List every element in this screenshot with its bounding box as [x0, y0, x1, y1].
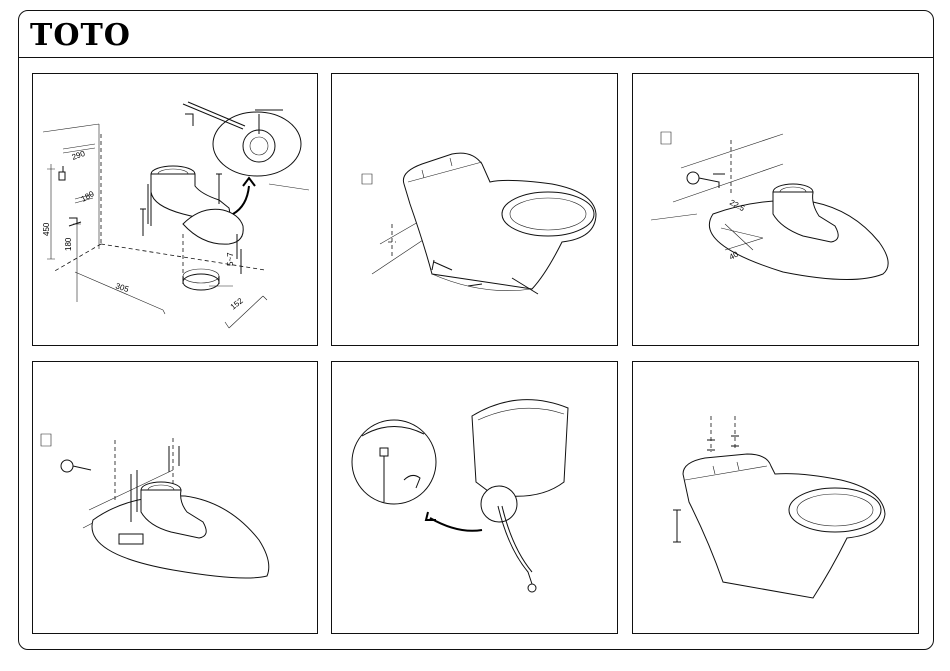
step-panel-install-bolts — [32, 361, 318, 634]
supply-position-illustration: 22.5 40 — [633, 74, 920, 347]
dimension-180-upper: 180 — [80, 189, 97, 204]
rough-in-illustration: 290 180 450 180 305 152 5~7 — [33, 74, 319, 347]
supply-hose-illustration — [332, 362, 619, 635]
toilet-placement-illustration — [332, 74, 619, 347]
dimension-152: 152 — [229, 296, 245, 312]
step-panel-supply-position: 22.5 40 — [632, 73, 919, 346]
header-divider — [18, 57, 934, 58]
step-panel-connect-supply-hose — [331, 361, 618, 634]
dimension-290: 290 — [71, 149, 87, 162]
seat-bolts-illustration — [633, 362, 920, 635]
dimension-180-lower: 180 — [64, 237, 73, 251]
step-panel-attach-seat-bolts — [632, 361, 919, 634]
dimension-305: 305 — [114, 281, 130, 294]
step-panel-rough-in: 290 180 450 180 305 152 5~7 — [32, 73, 318, 346]
dimension-450: 450 — [42, 222, 51, 236]
dimension-5-7: 5~7 — [226, 252, 235, 266]
step-panel-place-bowl — [331, 73, 618, 346]
bolt-install-illustration — [33, 362, 319, 635]
toto-logo: TOTO — [30, 18, 131, 54]
